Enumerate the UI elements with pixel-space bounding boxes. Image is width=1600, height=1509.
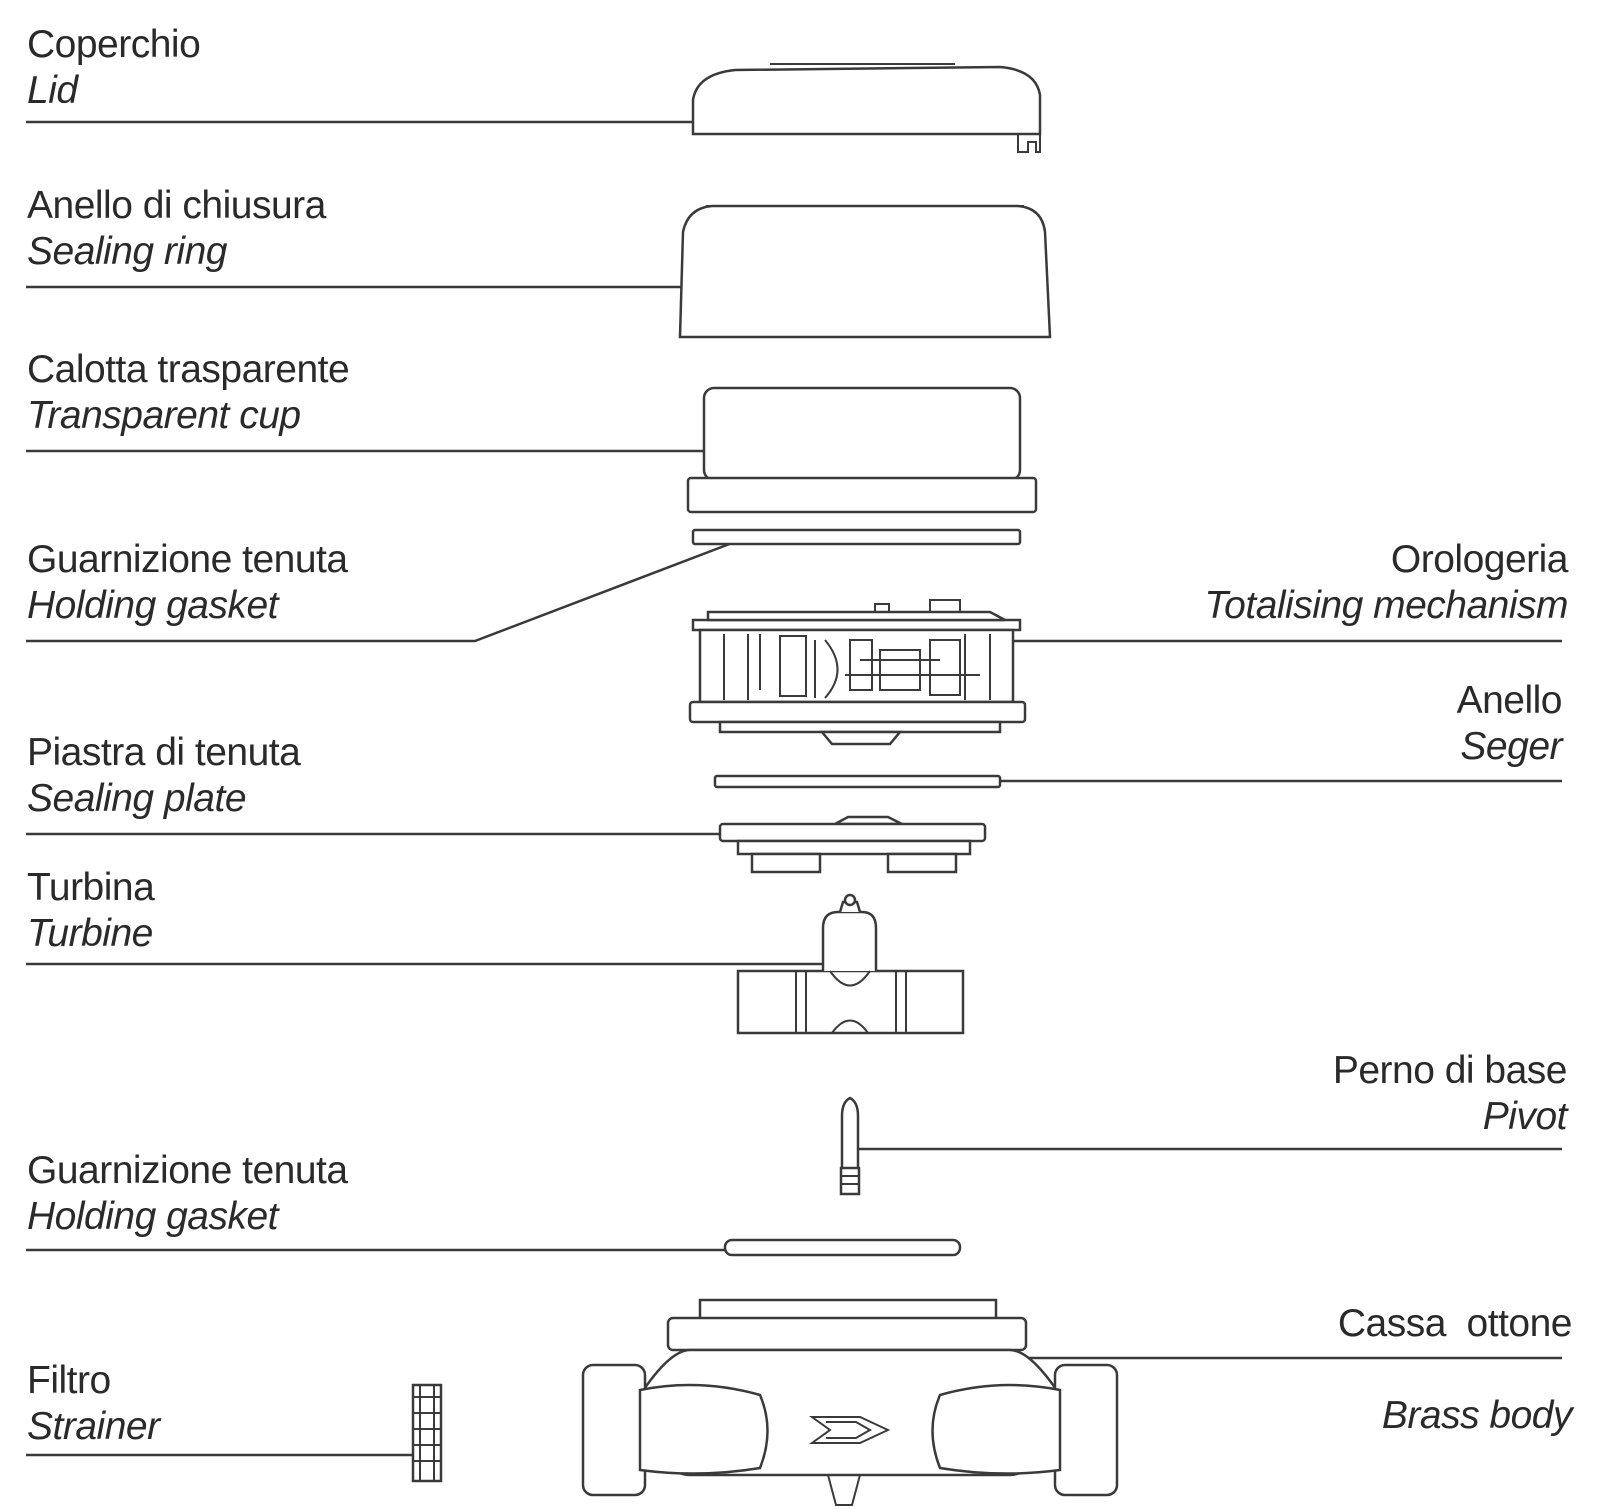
totalising-mechanism-part bbox=[690, 600, 1025, 744]
label-holding-gasket-top-en: Holding gasket bbox=[27, 584, 278, 627]
label-strainer-en: Strainer bbox=[27, 1405, 160, 1448]
label-brass-body-en: Brass body bbox=[1381, 1394, 1573, 1437]
label-lid: Coperchio Lid bbox=[27, 22, 201, 114]
label-brass-body: Cassa ottone Brass body bbox=[1317, 1255, 1573, 1485]
label-sealing-ring-en: Sealing ring bbox=[27, 230, 227, 273]
label-transparent-cup-en: Transparent cup bbox=[27, 394, 301, 437]
label-strainer-it: Filtro bbox=[27, 1359, 111, 1402]
strainer-part bbox=[413, 1385, 441, 1481]
label-pivot: Perno di base Pivot bbox=[1332, 1048, 1568, 1140]
sealing-ring-part bbox=[680, 206, 1050, 337]
label-totalising-mechanism: Orologeria Totalising mechanism bbox=[1204, 537, 1568, 629]
label-brass-body-it: Cassa ottone bbox=[1337, 1302, 1573, 1345]
leader-holding-gasket-top bbox=[26, 540, 740, 641]
holding-gasket-top-part bbox=[693, 530, 1020, 544]
sealing-plate-part bbox=[720, 817, 985, 872]
seger-ring-part bbox=[715, 776, 1000, 787]
label-seger-en: Seger bbox=[1460, 725, 1562, 768]
turbine-part bbox=[738, 895, 963, 1033]
label-totalising-mechanism-en: Totalising mechanism bbox=[1204, 584, 1568, 627]
lid-part bbox=[693, 64, 1040, 152]
label-seger: Anello Seger bbox=[1456, 678, 1563, 770]
label-pivot-it: Perno di base bbox=[1332, 1049, 1568, 1092]
label-holding-gasket-top-it: Guarnizione tenuta bbox=[27, 538, 348, 581]
label-holding-gasket-top: Guarnizione tenuta Holding gasket bbox=[27, 537, 348, 629]
label-sealing-plate-it: Piastra di tenuta bbox=[27, 731, 301, 774]
label-pivot-en: Pivot bbox=[1482, 1095, 1568, 1138]
label-turbine-it: Turbina bbox=[27, 866, 155, 909]
label-holding-gasket-bottom-en: Holding gasket bbox=[27, 1195, 278, 1238]
label-holding-gasket-bottom: Guarnizione tenuta Holding gasket bbox=[27, 1148, 348, 1240]
transparent-cup-part bbox=[688, 388, 1036, 512]
label-strainer: Filtro Strainer bbox=[27, 1358, 160, 1450]
label-seger-it: Anello bbox=[1456, 679, 1563, 722]
label-sealing-plate-en: Sealing plate bbox=[27, 777, 247, 820]
label-lid-en: Lid bbox=[27, 69, 78, 112]
label-turbine: Turbina Turbine bbox=[27, 865, 155, 957]
label-sealing-plate: Piastra di tenuta Sealing plate bbox=[27, 730, 301, 822]
brass-body-part bbox=[583, 1300, 1117, 1505]
label-transparent-cup-it: Calotta trasparente bbox=[27, 348, 350, 391]
label-transparent-cup: Calotta trasparente Transparent cup bbox=[27, 347, 350, 439]
label-turbine-en: Turbine bbox=[27, 912, 153, 955]
label-lid-it: Coperchio bbox=[27, 23, 201, 66]
label-sealing-ring-it: Anello di chiusura bbox=[27, 184, 326, 227]
pivot-part bbox=[841, 1098, 859, 1194]
leader-lines bbox=[26, 122, 1562, 1455]
holding-gasket-bottom-part bbox=[725, 1240, 960, 1255]
label-totalising-mechanism-it: Orologeria bbox=[1390, 538, 1569, 581]
label-sealing-ring: Anello di chiusura Sealing ring bbox=[27, 183, 326, 275]
label-holding-gasket-bottom-it: Guarnizione tenuta bbox=[27, 1149, 348, 1192]
